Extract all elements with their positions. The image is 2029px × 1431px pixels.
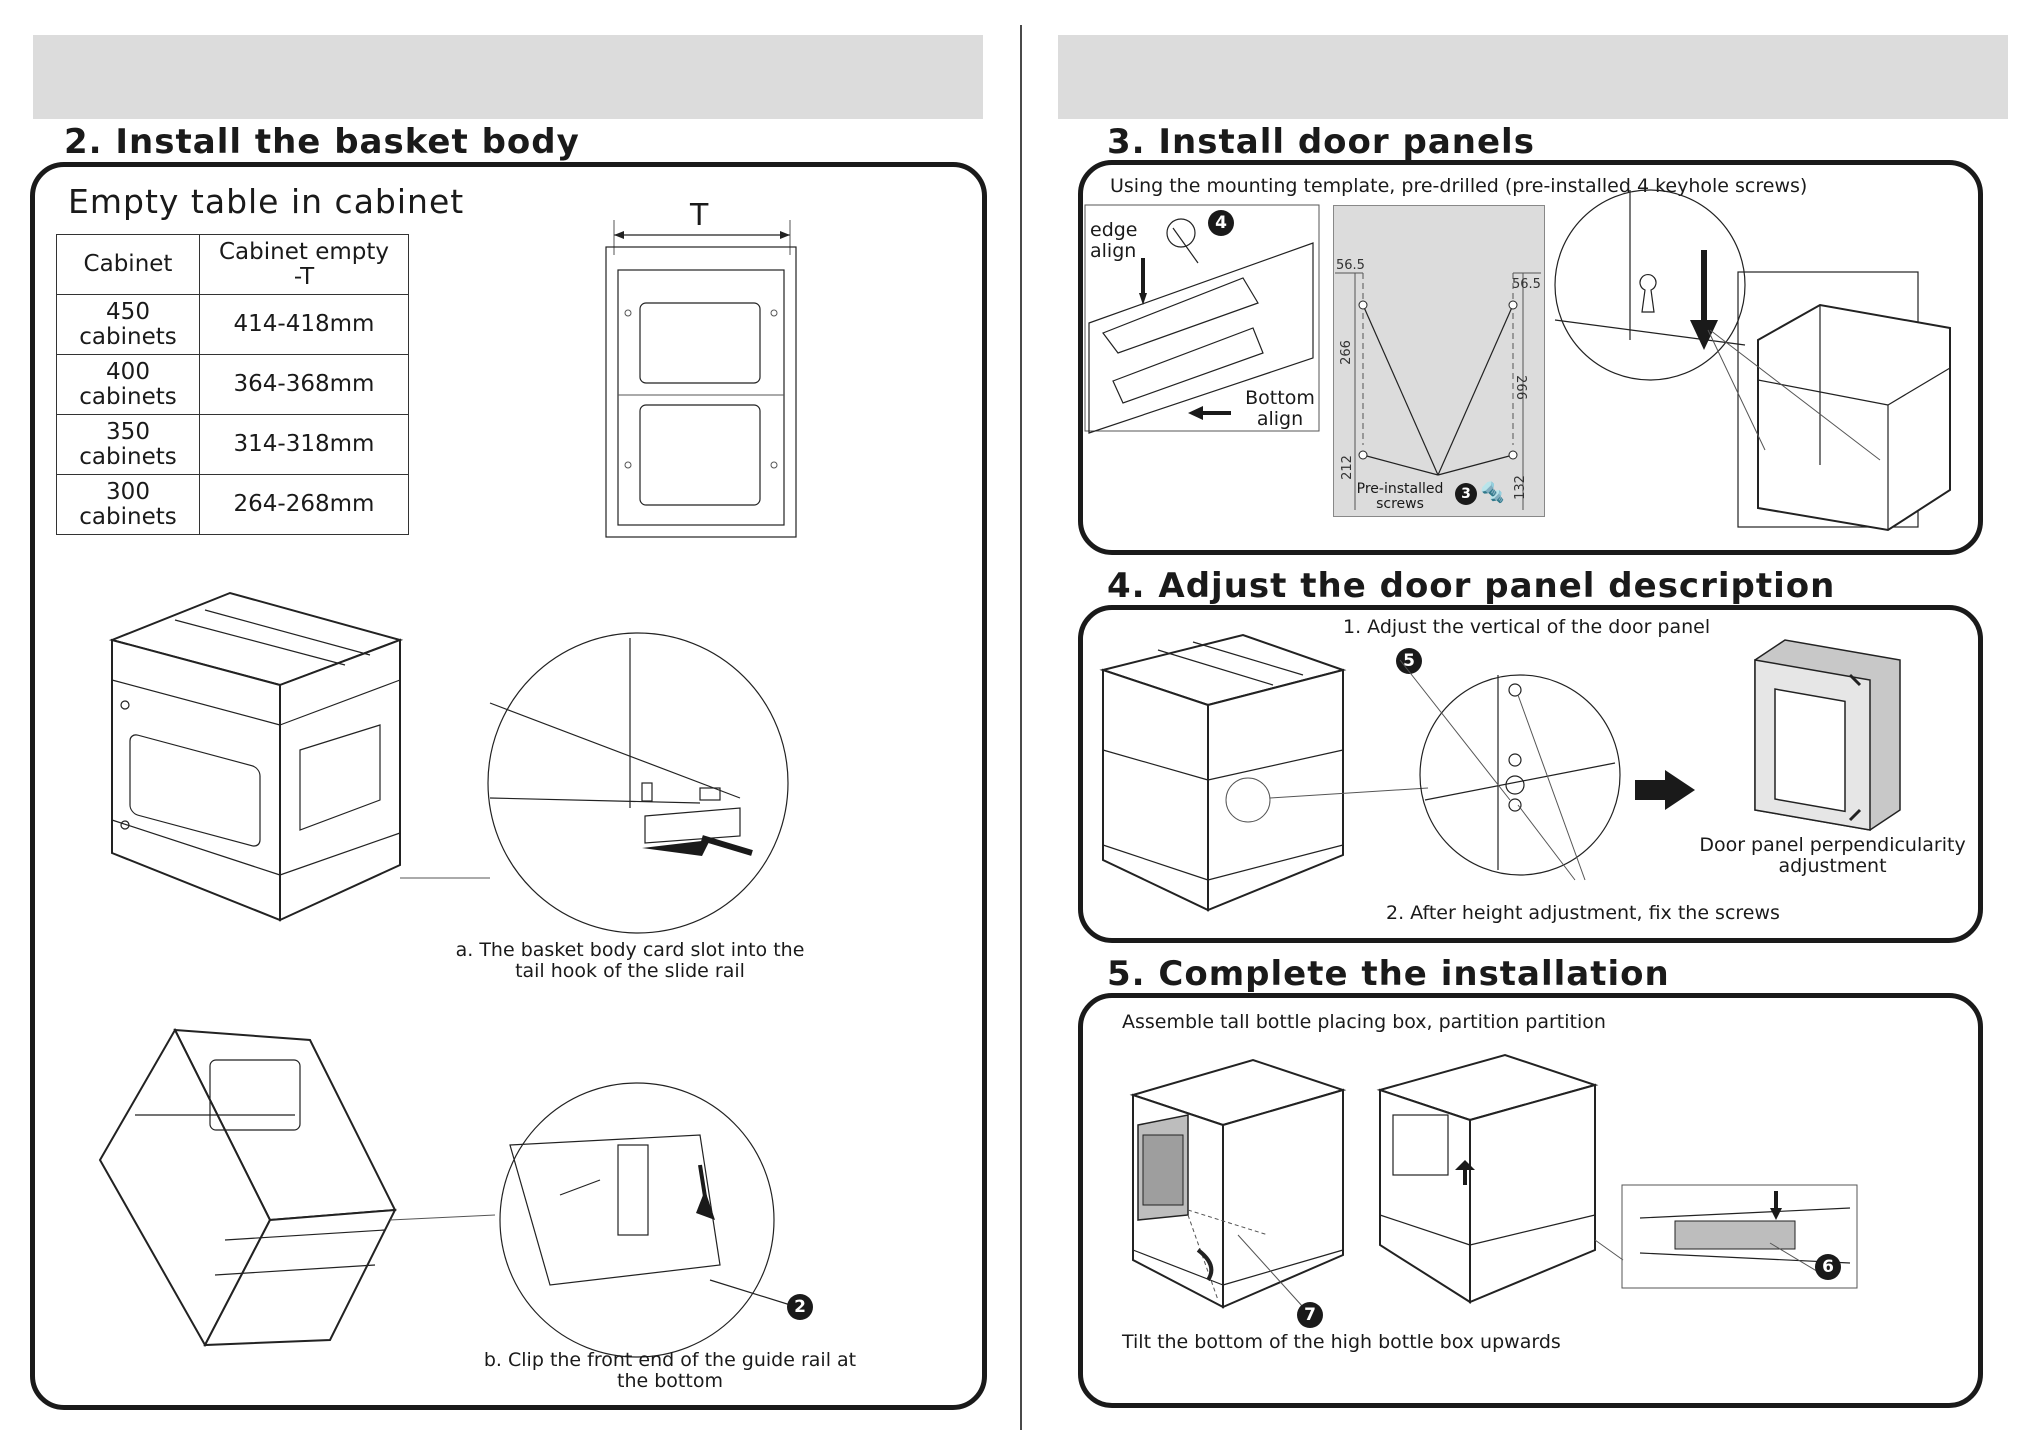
table-cell-text: 350 cabinets (79, 418, 177, 470)
dim-266-left: 266 (1338, 340, 1354, 365)
table-row: 300 cabinets 264-268mm (56, 474, 409, 535)
table-row: 450 cabinets 414-418mm (56, 294, 409, 355)
badge-3: 3 (1455, 483, 1477, 505)
template-drawing (1335, 272, 1541, 510)
table-header-empty: Cabinet empty -T (199, 234, 409, 295)
right-header-band (1058, 35, 2008, 119)
section5-note: Assemble tall bottle placing box, partit… (1122, 1011, 1606, 1033)
perpendicularity-text: Door panel perpendicularity adjustment (1699, 834, 1966, 877)
cabinet-adjust-illustration (1099, 633, 1429, 912)
step2-fix-screws: 2. After height adjustment, fix the scre… (1386, 902, 1780, 924)
step1-adjust-vertical: 1. Adjust the vertical of the door panel (1343, 616, 1711, 638)
caption-a-text: a. The basket body card slot into the ta… (455, 939, 805, 982)
edge-align-label: edge align (1090, 220, 1150, 262)
table-row: 350 cabinets 314-318mm (56, 414, 409, 475)
basket-body-illustration-b (98, 1027, 397, 1348)
bottom-align-text: Bottom align (1245, 387, 1315, 430)
perpendicularity-label: Door panel perpendicularity adjustment (1690, 835, 1975, 877)
dimension-t-label: T (690, 198, 709, 233)
section3-title: 3. Install door panels (1107, 122, 1535, 162)
dim-56-left: 56.5 (1336, 258, 1365, 273)
table-cell: 264-268mm (199, 474, 409, 535)
dim-212: 212 (1339, 455, 1355, 480)
mounting-template (1333, 205, 1545, 517)
basket-body-illustration-a (108, 591, 404, 922)
drill-alignment-illustration (1084, 204, 1320, 434)
tilt-caption: Tilt the bottom of the high bottle box u… (1122, 1331, 1561, 1353)
section4-title: 4. Adjust the door panel description (1107, 566, 1836, 606)
screw-zoom-illustration (1399, 659, 1695, 881)
cabinet-size-table: Cabinet Cabinet empty -T 450 cabinets 41… (56, 234, 409, 535)
door-panel-illustration (1754, 639, 1901, 831)
caption-a: a. The basket body card slot into the ta… (440, 940, 820, 982)
cabinet-width-diagram (605, 220, 797, 538)
badge-7: 7 (1297, 1302, 1323, 1328)
table-row: 400 cabinets 364-368mm (56, 354, 409, 415)
section5-title: 5. Complete the installation (1107, 954, 1670, 994)
table-header-row: Cabinet Cabinet empty -T (56, 234, 409, 295)
caption-b-text: b. Clip the front end of the guide rail … (483, 1349, 857, 1392)
dim-266-right: 266 (1512, 375, 1528, 400)
bottle-box-assembled-illustration (1376, 1053, 1624, 1304)
badge-6: 6 (1815, 1254, 1841, 1280)
section2-title: 2. Install the basket body (64, 122, 580, 162)
section2-subtitle: Empty table in cabinet (68, 182, 465, 221)
table-cell: 300 cabinets (56, 474, 200, 535)
table-cell: 314-318mm (199, 414, 409, 475)
table-header-cabinet: Cabinet (56, 234, 200, 295)
dim-132: 132 (1512, 475, 1528, 500)
preinstalled-screws-text: Pre-installed screws (1356, 481, 1444, 512)
zoom-detail-a (400, 632, 789, 934)
table-cell: 414-418mm (199, 294, 409, 355)
caption-b: b. Clip the front end of the guide rail … (480, 1350, 860, 1392)
bottle-box-tilt-illustration (1129, 1058, 1347, 1309)
table-cell: 400 cabinets (56, 354, 200, 415)
badge-4: 4 (1208, 210, 1234, 236)
table-cell: 364-368mm (199, 354, 409, 415)
edge-align-text: edge align (1090, 219, 1138, 262)
table-cell: 450 cabinets (56, 294, 200, 355)
left-header-band (33, 35, 983, 119)
page-divider (1020, 25, 1022, 1430)
table-cell: 350 cabinets (56, 414, 200, 475)
keyhole-zoom-illustration (1554, 189, 1951, 532)
table-cell-text: 300 cabinets (79, 478, 177, 530)
zoom-detail-b (389, 1082, 801, 1358)
badge-5: 5 (1396, 648, 1422, 674)
preinstalled-screws-label: Pre-installed screws (1352, 482, 1448, 512)
dim-56-right: 56.5 (1512, 277, 1541, 292)
table-header-empty-text: Cabinet empty -T (219, 238, 389, 290)
table-cell-text: 400 cabinets (79, 358, 177, 410)
table-cell-text: 450 cabinets (79, 298, 177, 350)
bottom-align-label: Bottom align (1235, 388, 1325, 430)
badge-2: 2 (787, 1294, 813, 1320)
screw-icon: 🔩 (1480, 482, 1505, 504)
